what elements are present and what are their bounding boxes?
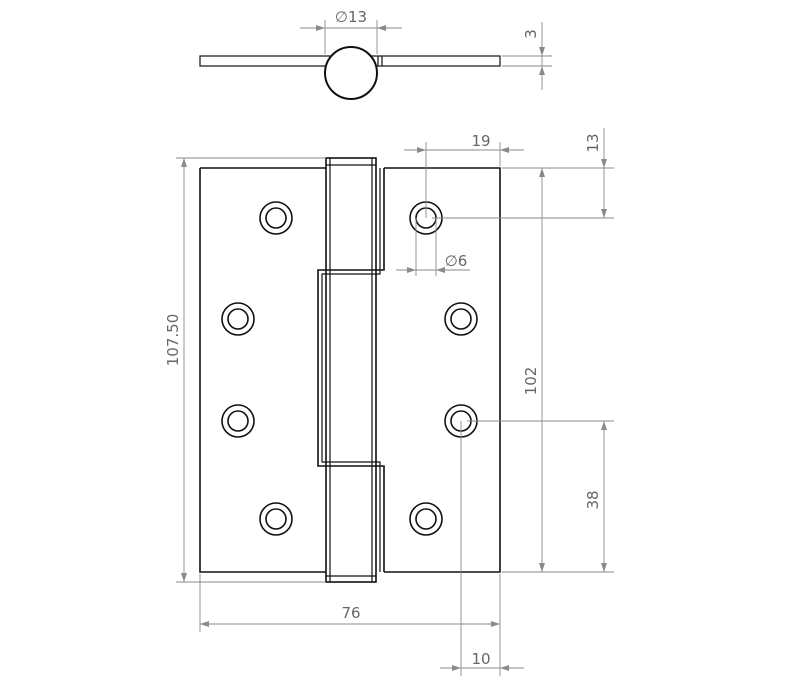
dim-overall-height: 107.50: [164, 157, 326, 583]
dim-arrow: [601, 159, 607, 168]
hole-diameter-label: ∅6: [445, 252, 468, 270]
hole-edge-offset-label: 19: [471, 132, 490, 150]
leaf-step-profile: [317, 168, 385, 572]
dim-arrow: [200, 621, 209, 627]
screw-hole: [259, 201, 293, 235]
screw-hole: [221, 404, 255, 438]
leaf-width-label: 76: [341, 604, 360, 622]
dim-hole-span: 102: [502, 168, 550, 573]
hole-top-offset-label: 13: [584, 133, 602, 152]
dim-arrow: [601, 209, 607, 218]
overall-height-label: 107.50: [164, 314, 182, 367]
dim-arrow: [601, 421, 607, 430]
dim-hole-edge-offset: 19: [404, 132, 524, 218]
hole-span-label: 102: [522, 367, 540, 396]
hole-spacing-label: 38: [584, 490, 602, 509]
screw-hole: [444, 302, 478, 336]
screw-hole: [409, 502, 443, 536]
left-leaf-outline: [199, 167, 326, 573]
dim-arrow: [539, 168, 545, 177]
pin-knuckle-circle: [324, 46, 378, 100]
dim-pin-diameter: ∅13: [300, 8, 402, 54]
pin-diameter-label: ∅13: [335, 8, 367, 26]
right-leaf-outline: [384, 167, 501, 573]
leaf-step-inner: [321, 168, 381, 572]
dim-arrow: [539, 47, 545, 56]
dim-arrow: [452, 665, 461, 671]
dim-arrow: [539, 66, 545, 75]
dim-arrow: [417, 147, 426, 153]
dim-leaf-thickness: 3: [502, 22, 552, 90]
dim-hole-centre-offset: 10: [440, 421, 524, 676]
dim-arrow: [500, 147, 509, 153]
dim-arrow: [436, 267, 445, 273]
dim-leaf-width: 76: [199, 574, 501, 632]
knuckle-barrel: [325, 157, 377, 583]
dim-arrow: [181, 158, 187, 167]
dim-arrow: [491, 621, 500, 627]
dim-hole-spacing: 38: [467, 420, 614, 573]
dim-arrow: [500, 665, 509, 671]
dim-arrow: [601, 563, 607, 572]
hole-centre-offset-label: 10: [471, 650, 490, 668]
dim-arrow: [181, 573, 187, 582]
dim-arrow: [316, 25, 325, 31]
screw-hole: [259, 502, 293, 536]
dim-hole-top-offset: 13: [432, 128, 614, 219]
screw-hole: [221, 302, 255, 336]
dim-arrow: [377, 25, 386, 31]
dim-arrow: [407, 267, 416, 273]
dim-arrow: [539, 563, 545, 572]
screw-holes: [221, 201, 478, 536]
hinge-front-view: [199, 157, 501, 583]
leaf-thickness-label: 3: [522, 29, 540, 39]
dim-hole-diameter: ∅6: [396, 218, 470, 276]
hinge-top-view: [199, 46, 501, 100]
